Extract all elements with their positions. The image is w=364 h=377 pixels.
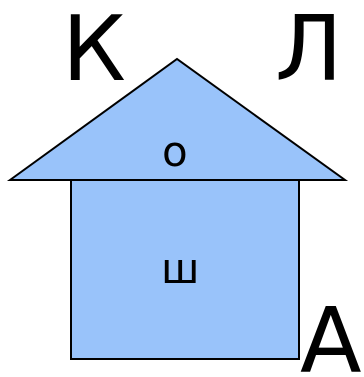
letter-top-left: К: [62, 0, 126, 102]
house-roof: [6, 57, 349, 181]
letter-roof: о: [162, 127, 188, 176]
letter-top-right: Л: [275, 0, 343, 102]
letter-wall: ш: [161, 244, 199, 293]
letter-bottom-right: А: [300, 289, 362, 377]
house-wall: [70, 170, 300, 360]
